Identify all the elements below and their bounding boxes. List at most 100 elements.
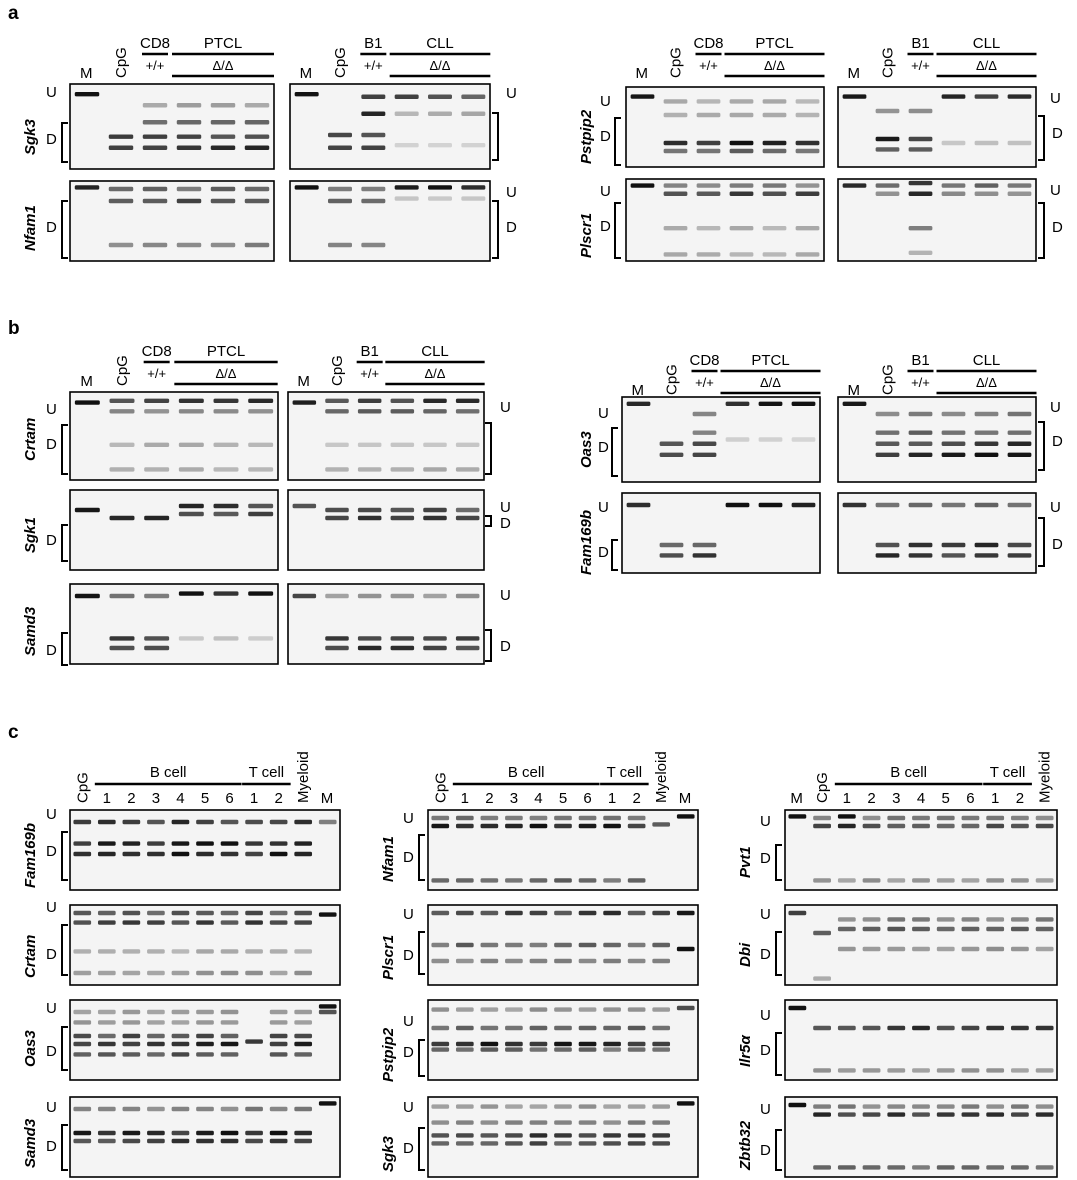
gel-band — [455, 515, 480, 521]
gel-band — [1007, 542, 1032, 548]
gel-band — [862, 1104, 881, 1109]
d-bracket — [1038, 115, 1045, 161]
gel-band — [862, 1165, 881, 1170]
gel-band — [663, 99, 688, 104]
u-marker: U — [760, 906, 771, 923]
lane-number: 1 — [843, 790, 851, 807]
gel-band — [627, 942, 646, 948]
gel-band — [758, 502, 783, 508]
gel-band — [529, 815, 548, 821]
gel-band — [961, 878, 980, 883]
d-marker: D — [403, 947, 414, 964]
gel-band — [791, 502, 816, 508]
gel-band — [390, 442, 415, 447]
gel-band — [244, 134, 270, 139]
gel-frame — [69, 904, 341, 986]
gel-frame — [289, 180, 491, 262]
gel-band — [663, 140, 688, 146]
u-marker: U — [403, 1013, 414, 1030]
gel-band — [986, 926, 1005, 932]
gel-band — [936, 1104, 955, 1109]
gel-band — [73, 841, 92, 846]
gel-band — [912, 946, 930, 952]
gel-band — [813, 976, 831, 981]
gel-band — [887, 1068, 906, 1073]
gene-label: Zbtb32 — [737, 1120, 754, 1171]
gel-band — [912, 1112, 930, 1117]
gel-band — [986, 878, 1005, 883]
gel-band — [908, 430, 933, 435]
gel-band — [461, 111, 486, 116]
gel-band — [269, 949, 288, 954]
gel-band — [178, 503, 204, 509]
gel-band — [887, 946, 906, 952]
u-marker: U — [46, 1000, 57, 1017]
gel-band — [142, 145, 168, 150]
gel-band — [455, 958, 474, 964]
gel-band — [480, 1141, 499, 1146]
d-marker: D — [760, 850, 771, 867]
group-label-tumor: PTCL — [751, 352, 789, 369]
gel-band — [171, 1009, 190, 1015]
d-marker: D — [1052, 536, 1063, 553]
gel-band — [986, 1025, 1005, 1031]
gel-band — [109, 442, 135, 447]
gel-band — [328, 186, 352, 192]
gel-band — [196, 949, 214, 954]
gel-band — [292, 593, 317, 599]
gel-band — [269, 970, 288, 976]
gel-band — [795, 99, 820, 104]
gel-band — [144, 442, 170, 447]
gel-band — [431, 942, 450, 948]
d-marker: D — [46, 642, 57, 659]
gel-band — [171, 1130, 190, 1136]
gel-band — [147, 1020, 165, 1025]
d-marker: D — [598, 439, 609, 456]
gel-band — [73, 819, 92, 825]
gel-band — [294, 841, 313, 846]
gel-band — [729, 226, 754, 231]
d-bracket — [61, 924, 68, 976]
gel-band — [97, 1041, 116, 1047]
gel-band — [788, 814, 807, 819]
gel-band — [758, 437, 783, 442]
gel-band — [788, 1005, 807, 1011]
gel-band — [122, 970, 141, 976]
gel-band — [73, 1106, 92, 1112]
gel-band — [423, 398, 447, 403]
gel-band — [325, 515, 349, 521]
d-bracket — [61, 424, 68, 475]
gel-band — [144, 636, 170, 641]
gel-band — [220, 920, 239, 925]
gel-band — [875, 553, 900, 558]
gel-band — [663, 112, 688, 118]
gel-band — [147, 1138, 165, 1144]
gel-band — [842, 94, 867, 99]
gel-band — [109, 409, 135, 414]
gel-frame — [69, 180, 275, 262]
gel-band — [936, 917, 955, 922]
gel-a-sgk3-bcell — [289, 83, 491, 170]
u-marker: U — [1050, 499, 1061, 516]
gel-band — [729, 112, 754, 118]
gel-band — [325, 507, 349, 513]
gel-band — [652, 958, 671, 964]
gel-band — [875, 191, 900, 196]
d-bracket — [1038, 421, 1045, 471]
gel-band — [196, 1106, 214, 1112]
gel-frame — [427, 809, 699, 891]
gel-band — [455, 398, 480, 403]
lane-number: 3 — [152, 790, 160, 807]
lane-number: 3 — [510, 790, 518, 807]
lane-number: 6 — [583, 790, 591, 807]
gel-band — [390, 515, 415, 521]
gel-band — [692, 411, 717, 417]
gel-band — [554, 1133, 572, 1138]
gel-band — [97, 841, 116, 846]
gel-band — [652, 1047, 671, 1052]
genotype-wt: +/+ — [364, 58, 383, 73]
gel-band — [248, 503, 274, 509]
gel-band — [171, 851, 190, 857]
gel-band — [908, 452, 933, 457]
lane-label-cpg: CpG — [668, 47, 685, 78]
